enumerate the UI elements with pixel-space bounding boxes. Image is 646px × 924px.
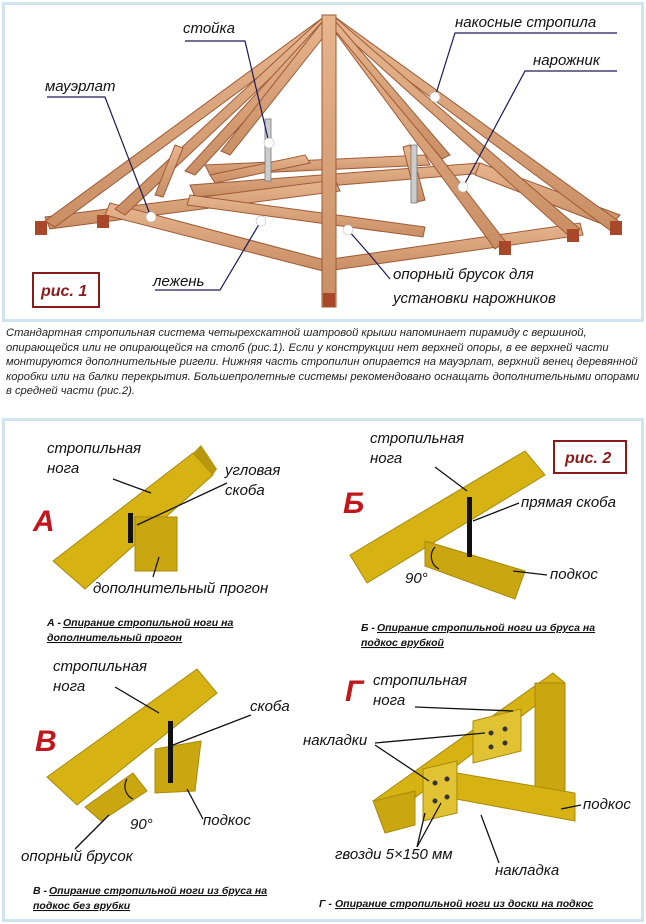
detail-b-label-angle: 90° (405, 570, 428, 587)
detail-g-label-nakladka: накладка (495, 862, 559, 879)
roof-frame (44, 14, 622, 308)
detail-g-cap-prefix: Г - (319, 898, 332, 910)
detail-v-label-noga-2: нога (53, 678, 85, 695)
detail-b-label-skoba: прямая скоба (521, 494, 616, 511)
detail-g-label-noga-1: стропильная (373, 672, 467, 689)
fig1-caption: рис. 1 (40, 283, 87, 300)
description-text: Стандартная стропильная система четырехс… (6, 327, 640, 398)
detail-g-nails (432, 726, 508, 804)
detail-b-cap-1: Опирание стропильной ноги из бруса на (377, 622, 595, 634)
detail-a-letter: А (32, 505, 55, 538)
central-post (321, 14, 337, 308)
detail-b: Б стропильная нога прямая скоба 90° подк… (343, 430, 627, 649)
figure-2-panel: А стропильная нога угловая скоба дополни… (2, 418, 644, 922)
detail-v-rafter (46, 668, 218, 806)
leader-lines (47, 32, 617, 291)
detail-a: А стропильная нога угловая скоба дополни… (32, 440, 280, 644)
fig2-caption-box (553, 440, 627, 474)
beam-ends (35, 215, 622, 307)
detail-g-label-podkos: подкос (583, 796, 631, 813)
label-narozhnik: нарожник (533, 52, 601, 69)
detail-a-purlin (134, 516, 178, 572)
detail-a-label-skoba-1: угловая (224, 462, 280, 479)
label-mauerlat: мауэрлат (45, 78, 115, 95)
detail-a-cap-2: дополнительный прогон (47, 632, 183, 644)
fig1-caption-box (32, 272, 100, 308)
rafter-right-3 (326, 20, 506, 250)
figure-1-panel: стойка накосные стропила нарожник мауэрл… (2, 2, 644, 322)
detail-a-cap-1: Опирание стропильной ноги на (63, 617, 233, 629)
detail-v-strut (154, 740, 202, 794)
detail-g-label-nakladki: накладки (303, 732, 368, 749)
detail-v-label-angle: 90° (130, 816, 153, 833)
detail-b-letter: Б (343, 487, 364, 520)
detail-a-cap-prefix: А - (46, 617, 62, 629)
detail-g-label-gvozdi: гвозди 5×150 мм (335, 846, 453, 863)
hip-roof-diagram: стойка накосные стропила нарожник мауэрл… (32, 14, 622, 308)
detail-v-cap-1: Опирание стропильной ноги из бруса на (49, 885, 267, 897)
detail-v-support-block (84, 772, 148, 822)
detail-v-label-brusok: опорный брусок (21, 848, 134, 865)
leader-dots (145, 91, 469, 236)
detail-b-rafter (349, 450, 546, 584)
detail-v-letter: В (35, 725, 57, 758)
rafter-support-details: А стропильная нога угловая скоба дополни… (21, 430, 631, 912)
label-opornyi-2: установки нарожников (392, 290, 556, 307)
detail-a-bracket (128, 513, 133, 543)
lezhen-front (186, 194, 426, 238)
detail-v-label-skoba: скоба (250, 698, 290, 715)
detail-a-label-noga-2: нога (47, 460, 79, 477)
detail-g-nakladka-top (472, 708, 522, 764)
detail-v-cap-2: подкос без врубки (33, 900, 131, 912)
detail-g-label-noga-2: нога (373, 692, 405, 709)
detail-a-label-noga-1: стропильная (47, 440, 141, 457)
detail-b-label-podkos: подкос (550, 566, 598, 583)
detail-b-label-noga-1: стропильная (370, 430, 464, 447)
detail-b-cap-prefix: Б - (361, 622, 375, 634)
detail-g-cap-1: Опирание стропильной ноги из доски на по… (335, 898, 593, 910)
detail-b-strut (424, 540, 526, 600)
detail-a-label-progon: дополнительный прогон (93, 580, 268, 597)
detail-v: В стропильная нога скоба 90° подкос опор… (21, 658, 290, 912)
label-nakosnye-stropila: накосные стропила (455, 14, 596, 31)
detail-b-cap-2: подкос врубкой (361, 637, 444, 649)
fig2-caption: рис. 2 (564, 450, 611, 467)
detail-g-board-end (372, 790, 416, 834)
detail-v-bracket (168, 721, 173, 783)
label-stoika: стойка (183, 20, 235, 37)
lezhen-diag (209, 154, 311, 184)
detail-a-label-skoba-2: скоба (225, 482, 265, 499)
detail-v-cap-prefix: В - (33, 885, 48, 897)
label-lezhen: лежень (152, 273, 205, 290)
detail-b-bracket (467, 497, 472, 557)
detail-v-label-noga-1: стропильная (53, 658, 147, 675)
detail-v-label-podkos: подкос (203, 812, 251, 829)
brace-left (154, 144, 184, 198)
detail-g: Г стропильная нога накладки подкос гвозд… (303, 672, 631, 910)
metal-brackets (264, 118, 418, 204)
detail-b-label-noga-2: нога (370, 450, 402, 467)
detail-g-letter: Г (345, 675, 365, 708)
detail-g-nakladka-left (422, 760, 458, 822)
label-opornyi-1: опорный брусок для (393, 266, 534, 283)
